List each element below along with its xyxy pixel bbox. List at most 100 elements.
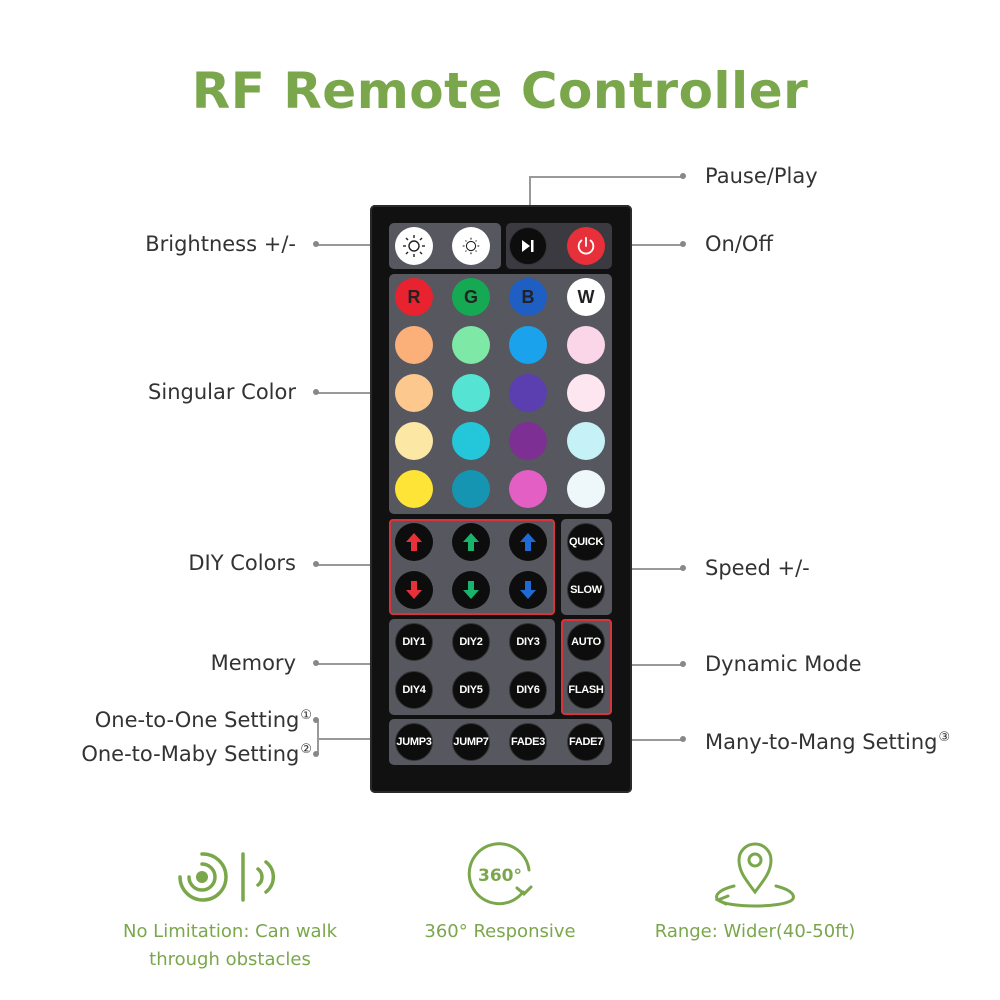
one-to-maby-label: One-to-Maby Setting②: [81, 738, 312, 766]
speed-callout-dot: [680, 565, 686, 571]
on-off-callout-dot: [680, 241, 686, 247]
singular-color-label: Singular Color: [148, 380, 296, 404]
color-button-r4c1[interactable]: [395, 470, 433, 508]
auto-button[interactable]: AUTO: [567, 623, 605, 661]
color-button-r1c4[interactable]: [567, 326, 605, 364]
red-up-button[interactable]: [395, 523, 433, 561]
arrow-up-icon: [406, 533, 422, 551]
color-button-r4c2[interactable]: [452, 470, 490, 508]
arrow-down-icon: [406, 581, 422, 599]
dynamic-mode-callout-line: [608, 664, 682, 666]
white-button[interactable]: W: [567, 278, 605, 316]
rotation-360-icon: 360°: [467, 842, 533, 906]
color-button-r3c1[interactable]: [395, 422, 433, 460]
pause-play-button[interactable]: [509, 227, 547, 265]
color-button-r3c4[interactable]: [567, 422, 605, 460]
no-limitation-label: No Limitation: Can walk through obstacle…: [100, 918, 360, 974]
fade3-button[interactable]: FADE3: [509, 723, 547, 761]
slow-button[interactable]: SLOW: [567, 571, 605, 609]
power-icon: [577, 236, 595, 255]
memory-callout-dot: [313, 660, 319, 666]
one-to-maby-dot: [313, 751, 319, 757]
fade7-button[interactable]: FADE7: [567, 723, 605, 761]
diy6-button[interactable]: DIY6: [509, 671, 547, 709]
responsive-label: 360° Responsive: [424, 921, 576, 942]
color-button-r1c3[interactable]: [509, 326, 547, 364]
play-pause-icon: [522, 240, 534, 252]
one-to-one-text: One-to-One Setting: [94, 708, 300, 732]
color-button-r2c3[interactable]: [509, 374, 547, 412]
many-to-mang-label: Many-to-Mang Setting③: [705, 726, 950, 754]
speed-label: Speed +/-: [705, 556, 810, 580]
diy-colors-label: DIY Colors: [188, 551, 296, 575]
color-button-r2c1[interactable]: [395, 374, 433, 412]
one-to-one-dot: [313, 717, 319, 723]
remote-controller: R G B W QUICK SLOW DIY1 DIY2 DIY3 DIY4 D…: [370, 205, 632, 793]
color-button-r4c4[interactable]: [567, 470, 605, 508]
brightness-callout-dot: [313, 241, 319, 247]
one-to-maby-text: One-to-Maby Setting: [81, 742, 300, 766]
color-button-r2c2[interactable]: [452, 374, 490, 412]
many-to-mang-text: Many-to-Mang Setting: [705, 730, 938, 754]
setting-bracket-line: [317, 720, 319, 754]
pause-play-callout-dot: [680, 173, 686, 179]
many-to-mang-callout-dot: [680, 736, 686, 742]
pause-play-label: Pause/Play: [705, 164, 818, 188]
color-button-r1c2[interactable]: [452, 326, 490, 364]
blue-down-button[interactable]: [509, 571, 547, 609]
no-limitation-line2: through obstacles: [149, 949, 311, 970]
memory-label: Memory: [210, 651, 296, 675]
arrow-down-icon: [520, 581, 536, 599]
brightness-down-button[interactable]: [452, 227, 490, 265]
rotation-360-text: 360°: [478, 866, 522, 886]
color-button-r4c3[interactable]: [509, 470, 547, 508]
color-button-r1c1[interactable]: [395, 326, 433, 364]
dynamic-highlight: [561, 619, 612, 715]
diy4-button[interactable]: DIY4: [395, 671, 433, 709]
pause-play-callout-line: [529, 176, 681, 178]
diy3-button[interactable]: DIY3: [509, 623, 547, 661]
one-to-maby-mark: ②: [300, 742, 312, 757]
jump7-button[interactable]: JUMP7: [452, 723, 490, 761]
dynamic-mode-callout-dot: [680, 661, 686, 667]
dynamic-mode-label: Dynamic Mode: [705, 652, 862, 676]
flash-button[interactable]: FLASH: [567, 671, 605, 709]
quick-button[interactable]: QUICK: [567, 523, 605, 561]
arrow-up-icon: [520, 533, 536, 551]
signal-through-wall-icon: [178, 852, 276, 902]
diy2-button[interactable]: DIY2: [452, 623, 490, 661]
many-to-mang-callout-line: [608, 739, 682, 741]
sun-icon: [403, 235, 425, 257]
jump3-button[interactable]: JUMP3: [395, 723, 433, 761]
color-button-r2c4[interactable]: [567, 374, 605, 412]
location-range-icon: [714, 842, 795, 908]
diy-colors-callout-dot: [313, 561, 319, 567]
brightness-callout-line: [318, 244, 390, 246]
blue-button[interactable]: B: [509, 278, 547, 316]
on-off-callout-line: [606, 244, 682, 246]
red-button[interactable]: R: [395, 278, 433, 316]
diy-colors-highlight: [389, 519, 555, 615]
red-down-button[interactable]: [395, 571, 433, 609]
on-off-label: On/Off: [705, 232, 773, 256]
pause-play-vertical-line: [529, 176, 531, 226]
diy1-button[interactable]: DIY1: [395, 623, 433, 661]
green-button[interactable]: G: [452, 278, 490, 316]
green-up-button[interactable]: [452, 523, 490, 561]
setting-callout-line: [317, 738, 390, 740]
on-off-button[interactable]: [567, 227, 605, 265]
page-title: RF Remote Controller: [191, 62, 809, 120]
arrow-down-icon: [463, 581, 479, 599]
speed-callout-line: [608, 568, 682, 570]
one-to-one-mark: ①: [300, 708, 312, 723]
one-to-one-label: One-to-One Setting①: [95, 704, 312, 732]
singular-color-callout-dot: [313, 389, 319, 395]
brightness-up-button[interactable]: [395, 227, 433, 265]
color-button-r3c3[interactable]: [509, 422, 547, 460]
diy5-button[interactable]: DIY5: [452, 671, 490, 709]
green-down-button[interactable]: [452, 571, 490, 609]
color-button-r3c2[interactable]: [452, 422, 490, 460]
range-label: Range: Wider(40-50ft): [654, 921, 856, 942]
blue-up-button[interactable]: [509, 523, 547, 561]
sun-dim-icon: [462, 237, 480, 255]
